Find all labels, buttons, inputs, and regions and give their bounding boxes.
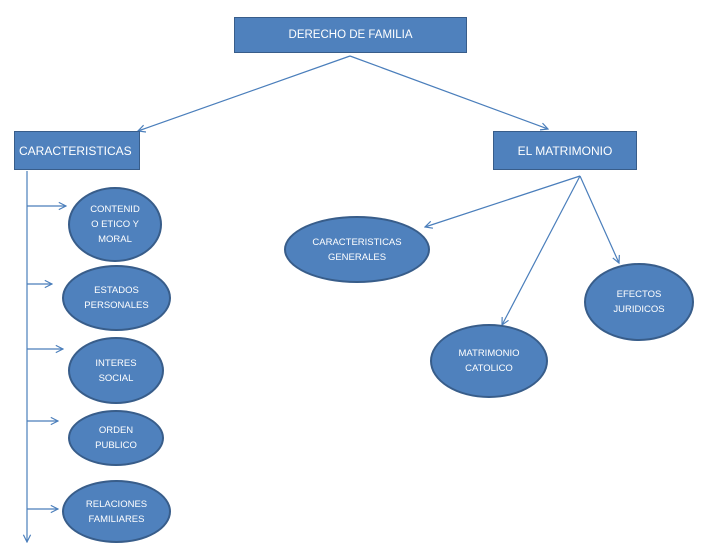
caracteristicas-node: CARACTERISTICAS [14, 131, 140, 170]
caracteristicas-generales-node: CARACTERISTICAS GENERALES [284, 216, 430, 283]
arrow-to-efectos-juridicos [579, 175, 619, 263]
contenido-etico-moral-node: CONTENID O ETICO Y MORAL [68, 187, 162, 262]
arrow-root-to-matrimonio [349, 55, 548, 129]
arrow-to-caracteristicas-generales [425, 175, 581, 227]
efectos-juridicos-node: EFECTOS JURIDICOS [584, 263, 694, 341]
interes-social-node: INTERES SOCIAL [68, 337, 164, 404]
matrimonio-catolico-node: MATRIMONIO CATOLICO [430, 324, 548, 398]
matrimonio-node: EL MATRIMONIO [493, 131, 637, 170]
orden-publico-node: ORDEN PUBLICO [68, 410, 164, 466]
relaciones-familiares-node: RELACIONES FAMILIARES [62, 480, 171, 543]
arrow-root-to-caracteristicas [138, 55, 351, 131]
arrow-to-matrimonio-catolico [502, 175, 581, 325]
root-node: DERECHO DE FAMILIA [234, 17, 467, 53]
estados-personales-node: ESTADOS PERSONALES [62, 265, 171, 331]
